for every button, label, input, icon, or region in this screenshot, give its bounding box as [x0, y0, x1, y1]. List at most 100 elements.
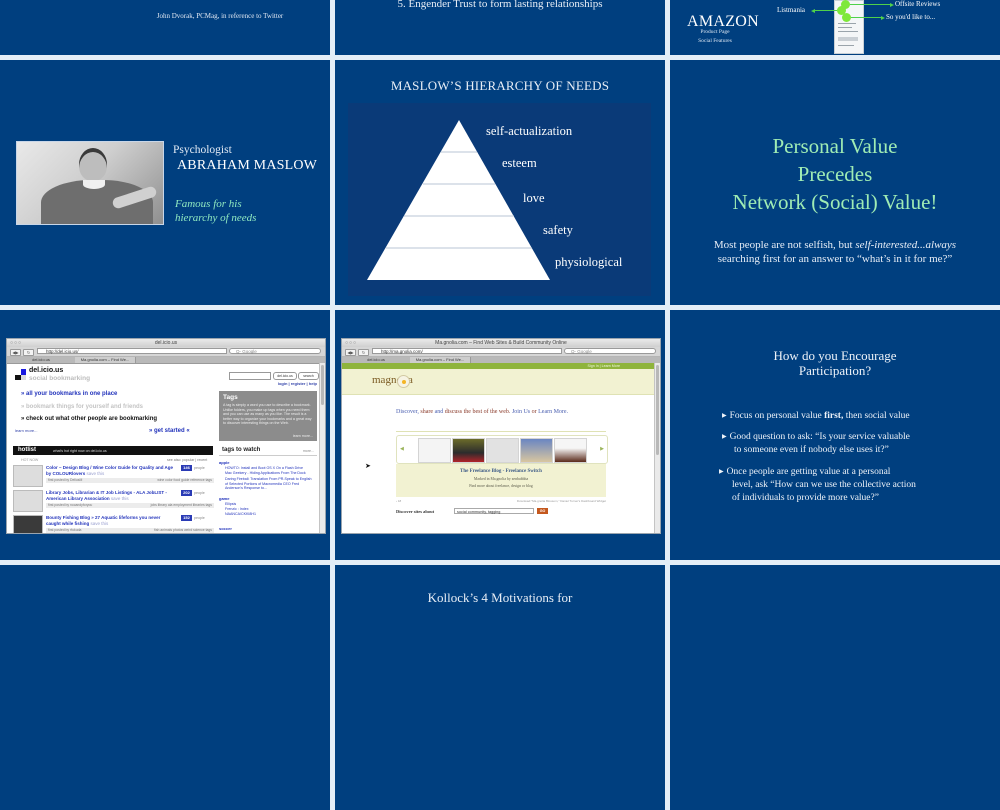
- pitch-line-2: » bookmark things for yourself and frien…: [21, 404, 144, 410]
- watch-tag-soccer[interactable]: soccer: [219, 526, 232, 531]
- slide-engender-trust[interactable]: 5. Engender Trust to form lasting relati…: [335, 0, 665, 55]
- join-us-link[interactable]: Join Us: [511, 409, 531, 415]
- reload-icon[interactable]: ↻: [23, 349, 34, 356]
- slide-encourage-participation[interactable]: How do you Encourage Participation? ▶Foc…: [670, 310, 1000, 560]
- bookmark-thumbnail: [13, 465, 43, 487]
- url-field[interactable]: http://ma.gnolia.com/: [372, 348, 562, 354]
- carousel-thumbnail[interactable]: [554, 438, 587, 463]
- carousel-thumbnail[interactable]: [418, 438, 451, 463]
- discover-input[interactable]: social community, tagging: [454, 508, 534, 514]
- window-controls-icon[interactable]: ○○○: [345, 340, 358, 346]
- featured-bookmark: The Freelance Blog - Freelance Switch Ma…: [396, 464, 606, 497]
- save-count-badge[interactable]: 146: [181, 465, 192, 471]
- arrow-right-icon: [890, 2, 894, 7]
- search-scope-select[interactable]: del.icio.us: [273, 372, 297, 380]
- slide-magnolia-screenshot[interactable]: ○○○ Ma.gnolia.com – Find Web Sites & Bui…: [335, 310, 665, 560]
- widget-download-link[interactable]: Download "Ma.gnolia Blossom," Daniel Tur…: [516, 499, 606, 503]
- page-scrollbar[interactable]: [654, 363, 660, 533]
- delicious-logo-icon: [15, 369, 26, 380]
- slide-amazon-social[interactable]: AMAZON Product Page Social Features List…: [670, 0, 1000, 55]
- pitch-line-1: » all your bookmarks in one place: [21, 391, 118, 397]
- slide-dvorak-quote[interactable]: John Dvorak, PCMag, in reference to Twit…: [0, 0, 330, 55]
- tab-delicious[interactable]: del.icio.us: [7, 357, 76, 363]
- window-controls-icon[interactable]: ○○○: [10, 340, 23, 346]
- browser-window-magnolia: ○○○ Ma.gnolia.com – Find Web Sites & Bui…: [341, 338, 661, 534]
- page-scrollbar[interactable]: [319, 363, 325, 533]
- watch-link[interactable]: Daring Fireball: Translation From PR-Spe…: [225, 477, 312, 490]
- save-count-badge[interactable]: 152: [181, 515, 192, 521]
- hotlist-item[interactable]: Library Jobs, Librarian & IT Job Listing…: [13, 490, 214, 514]
- sign-in-learn-more-links[interactable]: Sign In | Learn More: [587, 363, 621, 368]
- callout-label-listmania: Listmania: [777, 6, 805, 14]
- go-button[interactable]: GO: [537, 508, 548, 514]
- tab-magnolia[interactable]: Ma.gnolia.com – Find We...: [410, 357, 471, 363]
- magnolia-header: [342, 369, 660, 395]
- featured-title[interactable]: The Freelance Blog - Freelance Switch: [460, 469, 542, 474]
- see-also-links[interactable]: see also: popular | recent: [167, 458, 208, 462]
- slide-abraham-maslow[interactable]: Psychologist ABRAHAM MASLOW Famous for h…: [0, 60, 330, 305]
- tags-to-watch-header: tags to watch more...: [219, 446, 317, 456]
- carousel-next-icon[interactable]: ▶: [600, 446, 604, 452]
- browser-window-delicious: ○○○ del.icio.us ◀▶ ↻ http://del.icio.us/…: [6, 338, 326, 534]
- pitch-line-3: » check out what other people are bookma…: [21, 416, 158, 422]
- watch-tag-apple[interactable]: apple: [219, 460, 230, 465]
- quote-citation: John Dvorak, PCMag, in reference to Twit…: [156, 12, 284, 20]
- callout-arrow-listmania: [813, 10, 837, 11]
- reload-icon[interactable]: ↻: [358, 349, 369, 356]
- window-titlebar: ○○○ del.icio.us: [7, 339, 325, 347]
- search-field[interactable]: Q- Google: [564, 348, 656, 354]
- watch-link[interactable]: Frenzic : Index: [225, 507, 249, 511]
- maslow-name: ABRAHAM MASLOW: [177, 158, 318, 173]
- site-tagline: social bookmarking: [29, 375, 91, 382]
- site-search-input[interactable]: [229, 372, 271, 380]
- callout-label-offsite-reviews: Offsite Reviews: [895, 0, 941, 8]
- slide-personal-value[interactable]: Personal Value Precedes Network (Social)…: [670, 60, 1000, 305]
- arrow-right-icon: [881, 15, 885, 20]
- login-links[interactable]: login | register | help: [277, 381, 317, 386]
- learn-more-link[interactable]: Learn More.: [538, 409, 569, 415]
- carousel-thumbnail[interactable]: [452, 438, 485, 463]
- slide-delicious-screenshot[interactable]: ○○○ del.icio.us ◀▶ ↻ http://del.icio.us/…: [0, 310, 330, 560]
- slide-row4-left[interactable]: [0, 565, 330, 810]
- slide-body: Most people are not selfish, but self-in…: [713, 239, 957, 265]
- psychologist-label: Psychologist: [173, 144, 232, 156]
- level-self-actualization: self-actualization: [486, 124, 573, 138]
- thumbnail-carousel: ◀ ▶: [396, 435, 608, 464]
- bullet-item: ▶Once people are getting value at a pers…: [719, 467, 916, 503]
- hot-now-label: HOT NOW: [21, 458, 39, 462]
- watch-link[interactable]: Mac Geekery - Hiding Applications From T…: [225, 471, 306, 475]
- bullet-item: ▶Good question to ask: “Is your service …: [722, 432, 910, 455]
- browser-toolbar: ◀▶ ↻ http://ma.gnolia.com/ Q- Google: [342, 347, 660, 357]
- bullet-item: ▶Focus on personal value first, then soc…: [722, 411, 910, 421]
- slide-row4-right[interactable]: [670, 565, 1000, 810]
- url-field[interactable]: http://del.icio.us/: [37, 348, 227, 354]
- amazon-subtitle-product-page: Product Page: [700, 29, 730, 35]
- carousel-thumbnail[interactable]: [486, 438, 519, 463]
- learn-more-link[interactable]: learn more...: [15, 428, 38, 433]
- save-count-badge[interactable]: 202: [181, 490, 192, 496]
- tab-magnolia[interactable]: Ma.gnolia.com – Find We...: [75, 357, 136, 363]
- slide-kollock-motivations[interactable]: Kollock’s 4 Motivations for: [335, 565, 665, 810]
- watch-tag-game[interactable]: game: [219, 496, 230, 501]
- hotlist-item[interactable]: Bounty Fishing Blog » 27 Aquatic lifefor…: [13, 515, 214, 533]
- level-esteem: esteem: [502, 156, 537, 170]
- more-link[interactable]: more...: [302, 449, 314, 453]
- back-forward-icon[interactable]: ◀▶: [10, 349, 21, 356]
- bookmark-thumbnail: [13, 490, 43, 512]
- tags-learn-more-link[interactable]: learn more...: [292, 434, 313, 438]
- watch-link[interactable]: Ellipsis: [225, 502, 237, 506]
- carousel-prev-icon[interactable]: ◀: [400, 446, 404, 452]
- hotlist-item[interactable]: Color – Design Blog / Wine Color Guide f…: [13, 465, 214, 489]
- get-started-link[interactable]: » get started «: [149, 428, 190, 434]
- site-name: del.icio.us: [29, 367, 64, 374]
- watch-link[interactable]: NAANCA/CKKI8H1: [225, 512, 256, 516]
- watch-link[interactable]: HOWTO: Install and Boot OS X On a Flash …: [225, 466, 304, 470]
- back-forward-icon[interactable]: ◀▶: [345, 349, 356, 356]
- browser-toolbar: ◀▶ ↻ http://del.icio.us/ Q- Google: [7, 347, 325, 357]
- list-item-engender-trust: 5. Engender Trust to form lasting relati…: [397, 0, 603, 10]
- carousel-thumbnail[interactable]: [520, 438, 553, 463]
- pyramid-diagram: [367, 120, 550, 280]
- search-button[interactable]: search: [298, 372, 319, 380]
- slide-maslow-hierarchy[interactable]: MASLOW’S HIERARCHY OF NEEDS self-actuali…: [335, 60, 665, 305]
- search-field[interactable]: Q- Google: [229, 348, 321, 354]
